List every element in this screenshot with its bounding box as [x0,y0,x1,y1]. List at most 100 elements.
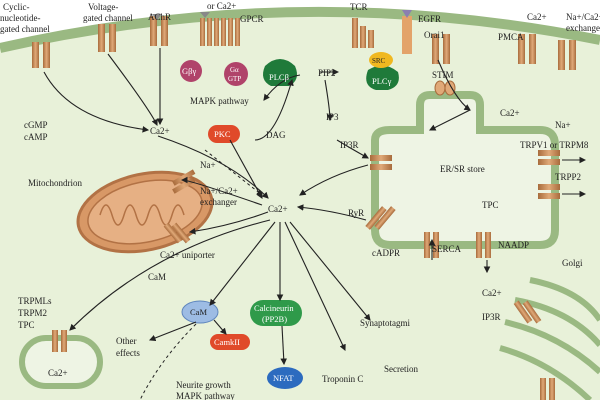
orai1-channel [432,34,450,64]
label-ca-misc: Ca2+ [500,108,520,118]
label-synaptotagmin: Synaptotagmi [360,318,410,328]
label-naca-m2: exchanger [200,197,237,207]
label-other-1: Other [116,336,137,346]
label-vg-1: Voltage- [88,2,118,12]
dashed-link-cam [139,323,197,400]
golgi-ip3r-channel [513,300,542,324]
label-egfr: EGFR [418,14,441,24]
label-tpc: TPC [482,200,499,210]
label-ip3: IP3 [326,112,339,122]
label-gpcr: GPCR [240,14,264,24]
egfr [402,10,412,54]
cam-node [181,300,219,324]
label-plcb: PLCβ [269,72,289,82]
label-stim: STIM [432,70,454,80]
label-serca: SERCA [432,244,462,254]
label-achr: AChR [148,12,171,22]
label-troponin: Troponin C [322,374,363,384]
label-orai: Orai1 [424,30,445,40]
label-pmca: PMCA [498,32,524,42]
label-ca-top: Ca2+ [527,12,547,22]
stim [434,80,456,96]
channel-voltage [98,24,116,52]
label-other-2: effects [116,348,140,358]
label-camkii: CamkII [214,337,240,347]
golgi-channel-2 [540,378,555,400]
dashed-link [204,149,263,196]
label-or-ca: or Ca2+ [207,1,236,11]
er-store [371,91,559,249]
label-neurite-2: MAPK pathway [176,391,235,400]
label-naca-2: exchanger [566,23,600,33]
label-trpml-1: TRPMLs [18,296,52,306]
label-trpv: TRPV1 or TRPM8 [520,140,589,150]
gpcr [200,12,240,46]
label-uniporter: Ca2+ uniporter [160,250,215,260]
plc-gamma [366,65,399,90]
signal-arrows [43,48,587,366]
label-trpml-2: TRPM2 [18,308,47,318]
pkc-node [208,125,240,143]
tcr [352,18,374,48]
nfat-node [267,367,303,389]
label-ip3r-golgi: IP3R [482,312,501,322]
label-mapk: MAPK pathway [190,96,249,106]
g-alpha-gtp [224,62,248,86]
label-cng-3: gated channel [0,24,50,34]
calcineurin-node [250,300,302,326]
mito-uniporter [163,222,191,244]
label-cgmp: cGMP [24,120,48,130]
label-dag: DAG [266,130,286,140]
label-naca-1: Na+/Ca2+ [566,12,600,22]
label-calcineurin-2: (PP2B) [262,314,287,324]
ryr-channel [365,206,396,230]
lysosome-channel [52,330,67,352]
label-naca-m1: Na+/Ca2+ [200,186,238,196]
label-cng-1: Cyclic- [3,2,30,12]
src-kinase [369,52,393,68]
label-trpml-3: TPC [18,320,35,330]
label-src: SRC [372,57,386,65]
label-secretion: Secretion [384,364,418,374]
label-cadpr: cADPR [372,248,400,258]
label-er: ER/SR store [440,164,485,174]
serca-pump [424,232,439,258]
trpp2-channel [538,184,560,199]
naca-exchanger-pm [558,40,576,70]
ip3r-channel [370,155,392,170]
label-ca-mid: Ca2+ [150,126,170,136]
label-cng-2: nucleotide- [0,13,40,23]
g-beta-gamma [180,60,202,82]
tpc-channel [476,232,491,258]
plasma-membrane [0,6,600,53]
camkii-node [210,334,250,350]
label-ip3r: IP3R [340,140,359,150]
label-naadp: NAADP [498,240,529,250]
label-cam: CaM [190,307,207,317]
label-golgi: Golgi [562,258,583,268]
label-gby: Gβγ [182,66,196,76]
label-ga-1: Gα [230,66,239,74]
channel-cng [32,42,50,68]
label-plcy: PLCγ [372,76,392,86]
label-ca-lyso: Ca2+ [48,368,68,378]
label-pkc: PKC [214,129,231,139]
label-na-out: Na+ [555,120,571,130]
label-camp: cAMP [24,132,48,142]
label-tcr: TCR [350,2,368,12]
label-mito: Mitochondrion [28,178,82,188]
label-cam-top: CaM [148,272,166,282]
channel-achr [150,14,168,46]
label-trpp2: TRPP2 [555,172,581,182]
label-ga-2: GTP [228,75,241,83]
label-nfat: NFAT [273,373,294,383]
trpv-channel [538,150,560,165]
label-vg-2: gated channel [83,13,133,23]
label-na: Na+ [200,160,216,170]
label-neurite-1: Neurite growth [176,380,231,390]
label-ryr: RyR [348,208,364,218]
label-ca-center: Ca2+ [268,204,288,214]
